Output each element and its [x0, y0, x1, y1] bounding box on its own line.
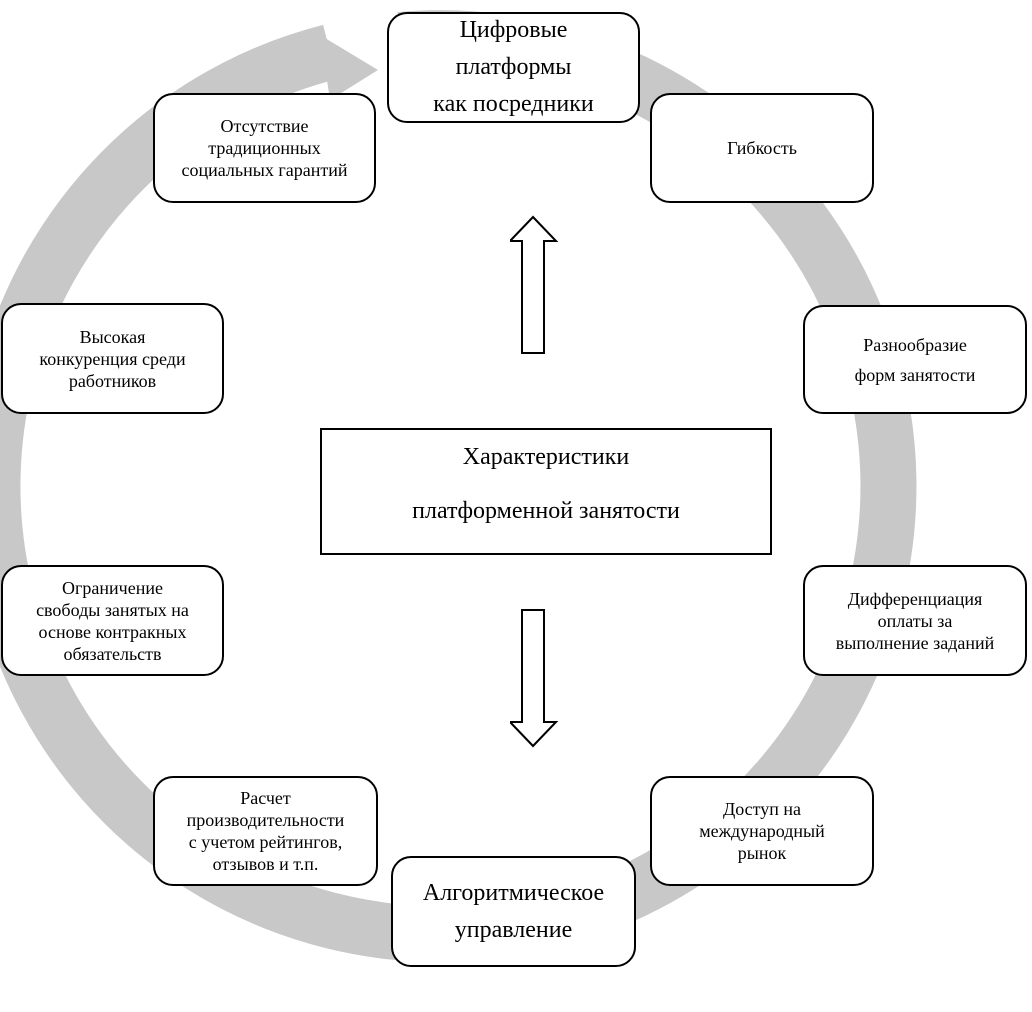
node-no-social-guarantees: Отсутствие традиционных социальных гаран…	[153, 93, 376, 203]
node-text: Алгоритмическое	[422, 879, 605, 906]
node-algorithmic-management: Алгоритмическое управление	[391, 856, 636, 967]
node-text: Ограничение	[62, 577, 163, 598]
node-text: отзывов и т.п.	[212, 854, 319, 874]
node-freedom-restriction: Ограничение свободы занятых на основе ко…	[1, 565, 224, 676]
node-international-market: Доступ на международный рынок	[650, 776, 874, 886]
node-text: свободы занятых на	[36, 599, 189, 620]
center-title-line-2: платформенной занятости	[412, 498, 680, 524]
node-text: международный	[699, 821, 825, 841]
up-arrow-icon	[510, 215, 559, 354]
node-text: Разнообразие	[863, 334, 967, 355]
node-text: социальных гарантий	[181, 160, 348, 180]
node-text: Высокая	[79, 326, 146, 347]
down-arrow-icon	[510, 609, 559, 748]
node-text: основе контракных	[38, 621, 187, 642]
node-text: Дифференциация	[847, 588, 983, 609]
node-text: выполнение заданий	[835, 632, 995, 653]
node-text: оплаты за	[877, 610, 953, 631]
node-employment-diversity: Разнообразие форм занятости	[803, 305, 1027, 414]
node-flexibility: Гибкость	[650, 93, 874, 203]
node-text: управление	[454, 916, 573, 943]
node-text: работников	[68, 370, 157, 391]
node-text: Доступ на	[722, 799, 802, 819]
node-text: конкуренция среди	[39, 348, 186, 369]
node-digital-platforms: Цифровые платформы как посредники	[387, 12, 640, 123]
center-title-line-1: Характеристики	[462, 444, 630, 470]
node-text: форм занятости	[854, 364, 976, 385]
node-text: Отсутствие	[220, 116, 309, 136]
center-title-box: Характеристики платформенной занятости	[320, 428, 772, 555]
node-high-competition: Высокая конкуренция среди работников	[1, 303, 224, 414]
node-text: производительности	[186, 810, 345, 830]
node-productivity-calculation: Расчет производительности с учетом рейти…	[153, 776, 378, 886]
node-pay-differentiation: Дифференциация оплаты за выполнение зада…	[803, 565, 1027, 676]
node-text: обязательств	[63, 643, 162, 664]
node-text: рынок	[737, 843, 787, 863]
node-text: с учетом рейтингов,	[188, 832, 343, 852]
node-text: как посредники	[433, 91, 594, 117]
node-text: Цифровые	[459, 17, 568, 43]
node-text: Расчет	[240, 788, 291, 808]
cycle-arrowhead	[320, 35, 378, 100]
node-text: традиционных	[208, 138, 321, 158]
node-text: Гибкость	[727, 138, 797, 158]
node-text: платформы	[455, 54, 572, 80]
